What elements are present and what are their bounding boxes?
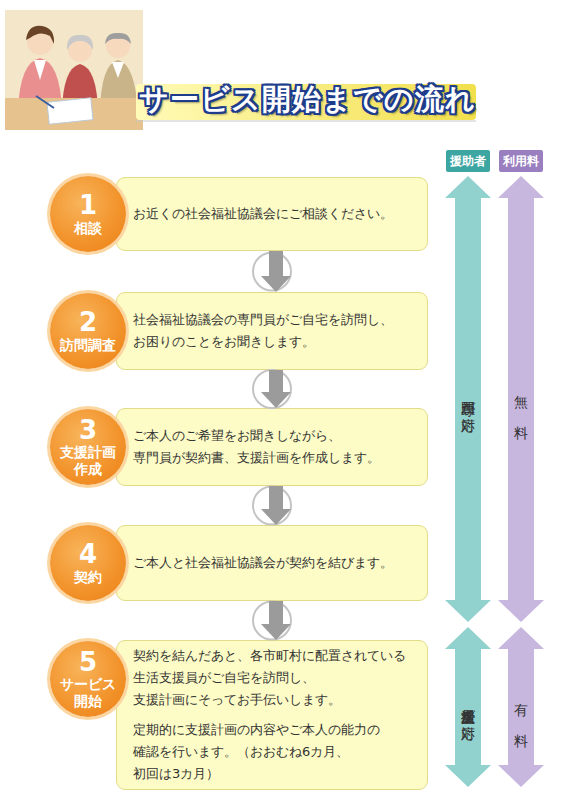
step-label: 支援計画 作成 xyxy=(50,444,126,476)
step-text: 定期的に支援計画の内容やご本人の能力の 確認を行います。（おおむね6カ月、初回は… xyxy=(133,719,423,785)
arrow-disc xyxy=(253,602,291,640)
step-text: お近くの社会福祉協議会にご相談ください。 xyxy=(133,203,423,225)
span-arrow: 無料 xyxy=(498,176,544,622)
arrow-disc xyxy=(253,370,291,408)
step-box: 契約を結んだあと、各市町村に配置されている 生活支援員がご自宅を訪問し、 支援計… xyxy=(116,640,428,790)
step-circle: 4契約 xyxy=(50,525,126,601)
step-number: 5 xyxy=(79,649,97,676)
flow-arrow xyxy=(261,601,291,640)
step-label: サービス 開始 xyxy=(50,676,126,708)
step-circle: 1相談 xyxy=(50,176,126,252)
column-header: 利用料 xyxy=(499,150,543,172)
double-arrow-outline xyxy=(445,176,491,622)
span-arrow: 専門員が対応 xyxy=(445,176,491,622)
step-box: 社会福祉協議会の専門員がご自宅を訪問し、 お困りのことをお聞きします。 xyxy=(116,292,428,370)
header-text: 援助者 xyxy=(450,153,486,170)
column-header: 援助者 xyxy=(446,150,490,172)
table xyxy=(5,96,143,130)
step-label: 訪問調査 xyxy=(56,337,120,353)
arrow-disc xyxy=(253,487,291,525)
flow-arrow xyxy=(261,370,291,408)
span-arrow: 有料 xyxy=(498,627,544,787)
title-rule xyxy=(136,121,476,122)
step-label: 相談 xyxy=(70,220,106,236)
span-arrow: 生活支援員が対応 xyxy=(445,627,491,787)
step-circle: 2訪問調査 xyxy=(50,293,126,369)
staff-figure xyxy=(18,26,62,110)
step-text: 契約を結んだあと、各市町村に配置されている 生活支援員がご自宅を訪問し、 支援計… xyxy=(133,645,423,711)
double-arrow-outline xyxy=(445,627,491,787)
span-text: 生活支援員が対応 xyxy=(461,699,475,715)
header-text: 利用料 xyxy=(503,153,539,170)
step-box: ご本人のご希望をお聞きしながら、 専門員が契約書、支援計画を作成します。 xyxy=(116,408,428,486)
double-arrow-outline xyxy=(498,176,544,622)
step-circle: 5サービス 開始 xyxy=(50,641,126,717)
arrow-disc xyxy=(253,253,291,291)
step-number: 1 xyxy=(79,192,97,219)
step-text: ご本人のご希望をお聞きしながら、 専門員が契約書、支援計画を作成します。 xyxy=(133,425,423,469)
step-label: 契約 xyxy=(70,569,106,585)
step-circle: 3支援計画 作成 xyxy=(50,409,126,485)
title-holder: サービス開始までの流れ xyxy=(140,80,475,120)
double-arrow-outline xyxy=(498,627,544,787)
step-box: ご本人と社会福祉協議会が契約を結びます。 xyxy=(116,525,428,601)
step-number: 3 xyxy=(79,417,97,444)
flow-arrow xyxy=(261,251,291,292)
step-box: お近くの社会福祉協議会にご相談ください。 xyxy=(116,177,428,251)
span-text: 専門員が対応 xyxy=(461,391,475,407)
step-text: ご本人と社会福祉協議会が契約を結びます。 xyxy=(133,552,423,574)
span-text: 有料 xyxy=(514,692,528,754)
step-text: 社会福祉協議会の専門員がご自宅を訪問し、 お困りのことをお聞きします。 xyxy=(133,309,423,353)
span-text: 無料 xyxy=(514,384,528,446)
step-number: 4 xyxy=(79,541,97,568)
step-number: 2 xyxy=(79,309,97,336)
title-text: サービス開始までの流れ xyxy=(139,80,476,120)
flow-arrow xyxy=(261,486,291,525)
